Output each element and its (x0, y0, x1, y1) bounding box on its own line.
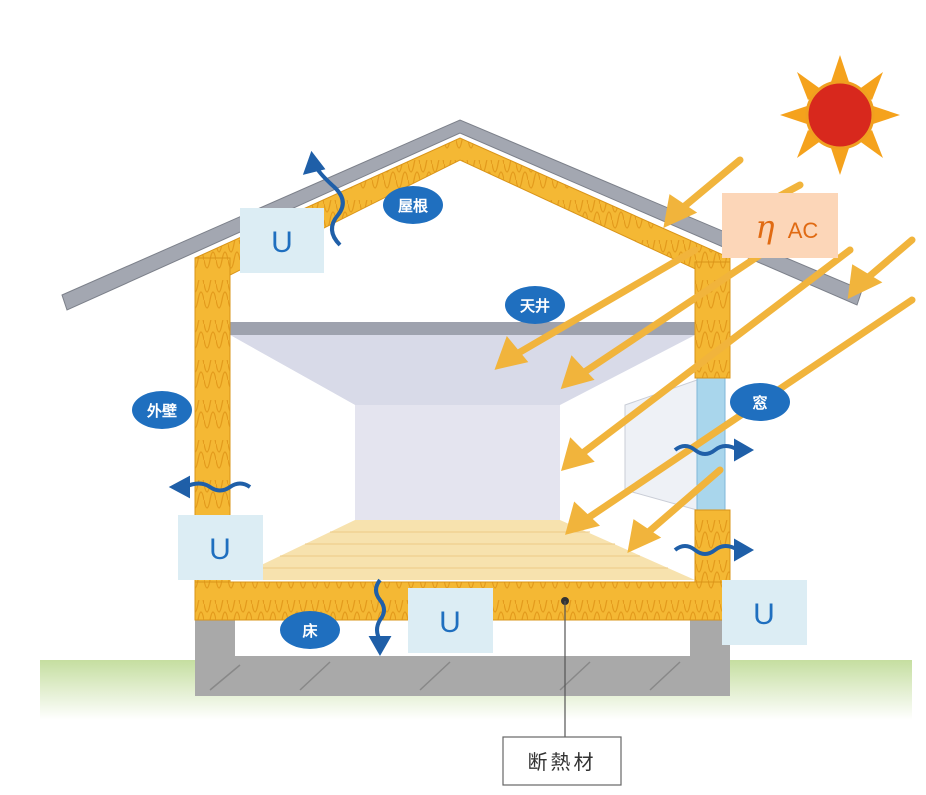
floor-surface (230, 520, 695, 580)
svg-text:U: U (753, 598, 775, 631)
svg-text:断熱材: 断熱材 (528, 750, 597, 774)
solar-gain-box: η AC (722, 193, 838, 258)
back-wall (355, 405, 560, 520)
ceiling-surface (230, 335, 695, 405)
svg-text:窓: 窓 (752, 394, 767, 412)
svg-text:屋根: 屋根 (398, 197, 428, 215)
label-window: 窓 (730, 383, 790, 421)
svg-text:U: U (271, 226, 293, 259)
svg-text:U: U (209, 533, 231, 566)
label-roof: 屋根 (383, 186, 443, 224)
u-value-window: U (722, 580, 807, 645)
insulation-callout: 断熱材 (502, 597, 622, 786)
svg-text:AC: AC (788, 218, 819, 243)
u-value-floor: U (408, 588, 493, 653)
u-value-roof: U (240, 208, 324, 273)
heat-flow-arrows (168, 150, 755, 657)
svg-text:外壁: 外壁 (146, 402, 177, 420)
svg-text:η: η (755, 208, 774, 246)
label-outer-wall: 外壁 (132, 391, 192, 429)
sun-icon (780, 55, 900, 175)
ceiling-beam (230, 322, 695, 335)
label-floor: 床 (280, 611, 340, 649)
label-ceiling: 天井 (505, 286, 565, 324)
svg-text:天井: 天井 (520, 297, 550, 315)
u-value-wall: U (178, 515, 263, 580)
roof (61, 119, 863, 311)
svg-text:U: U (439, 606, 461, 639)
svg-text:床: 床 (302, 622, 318, 640)
